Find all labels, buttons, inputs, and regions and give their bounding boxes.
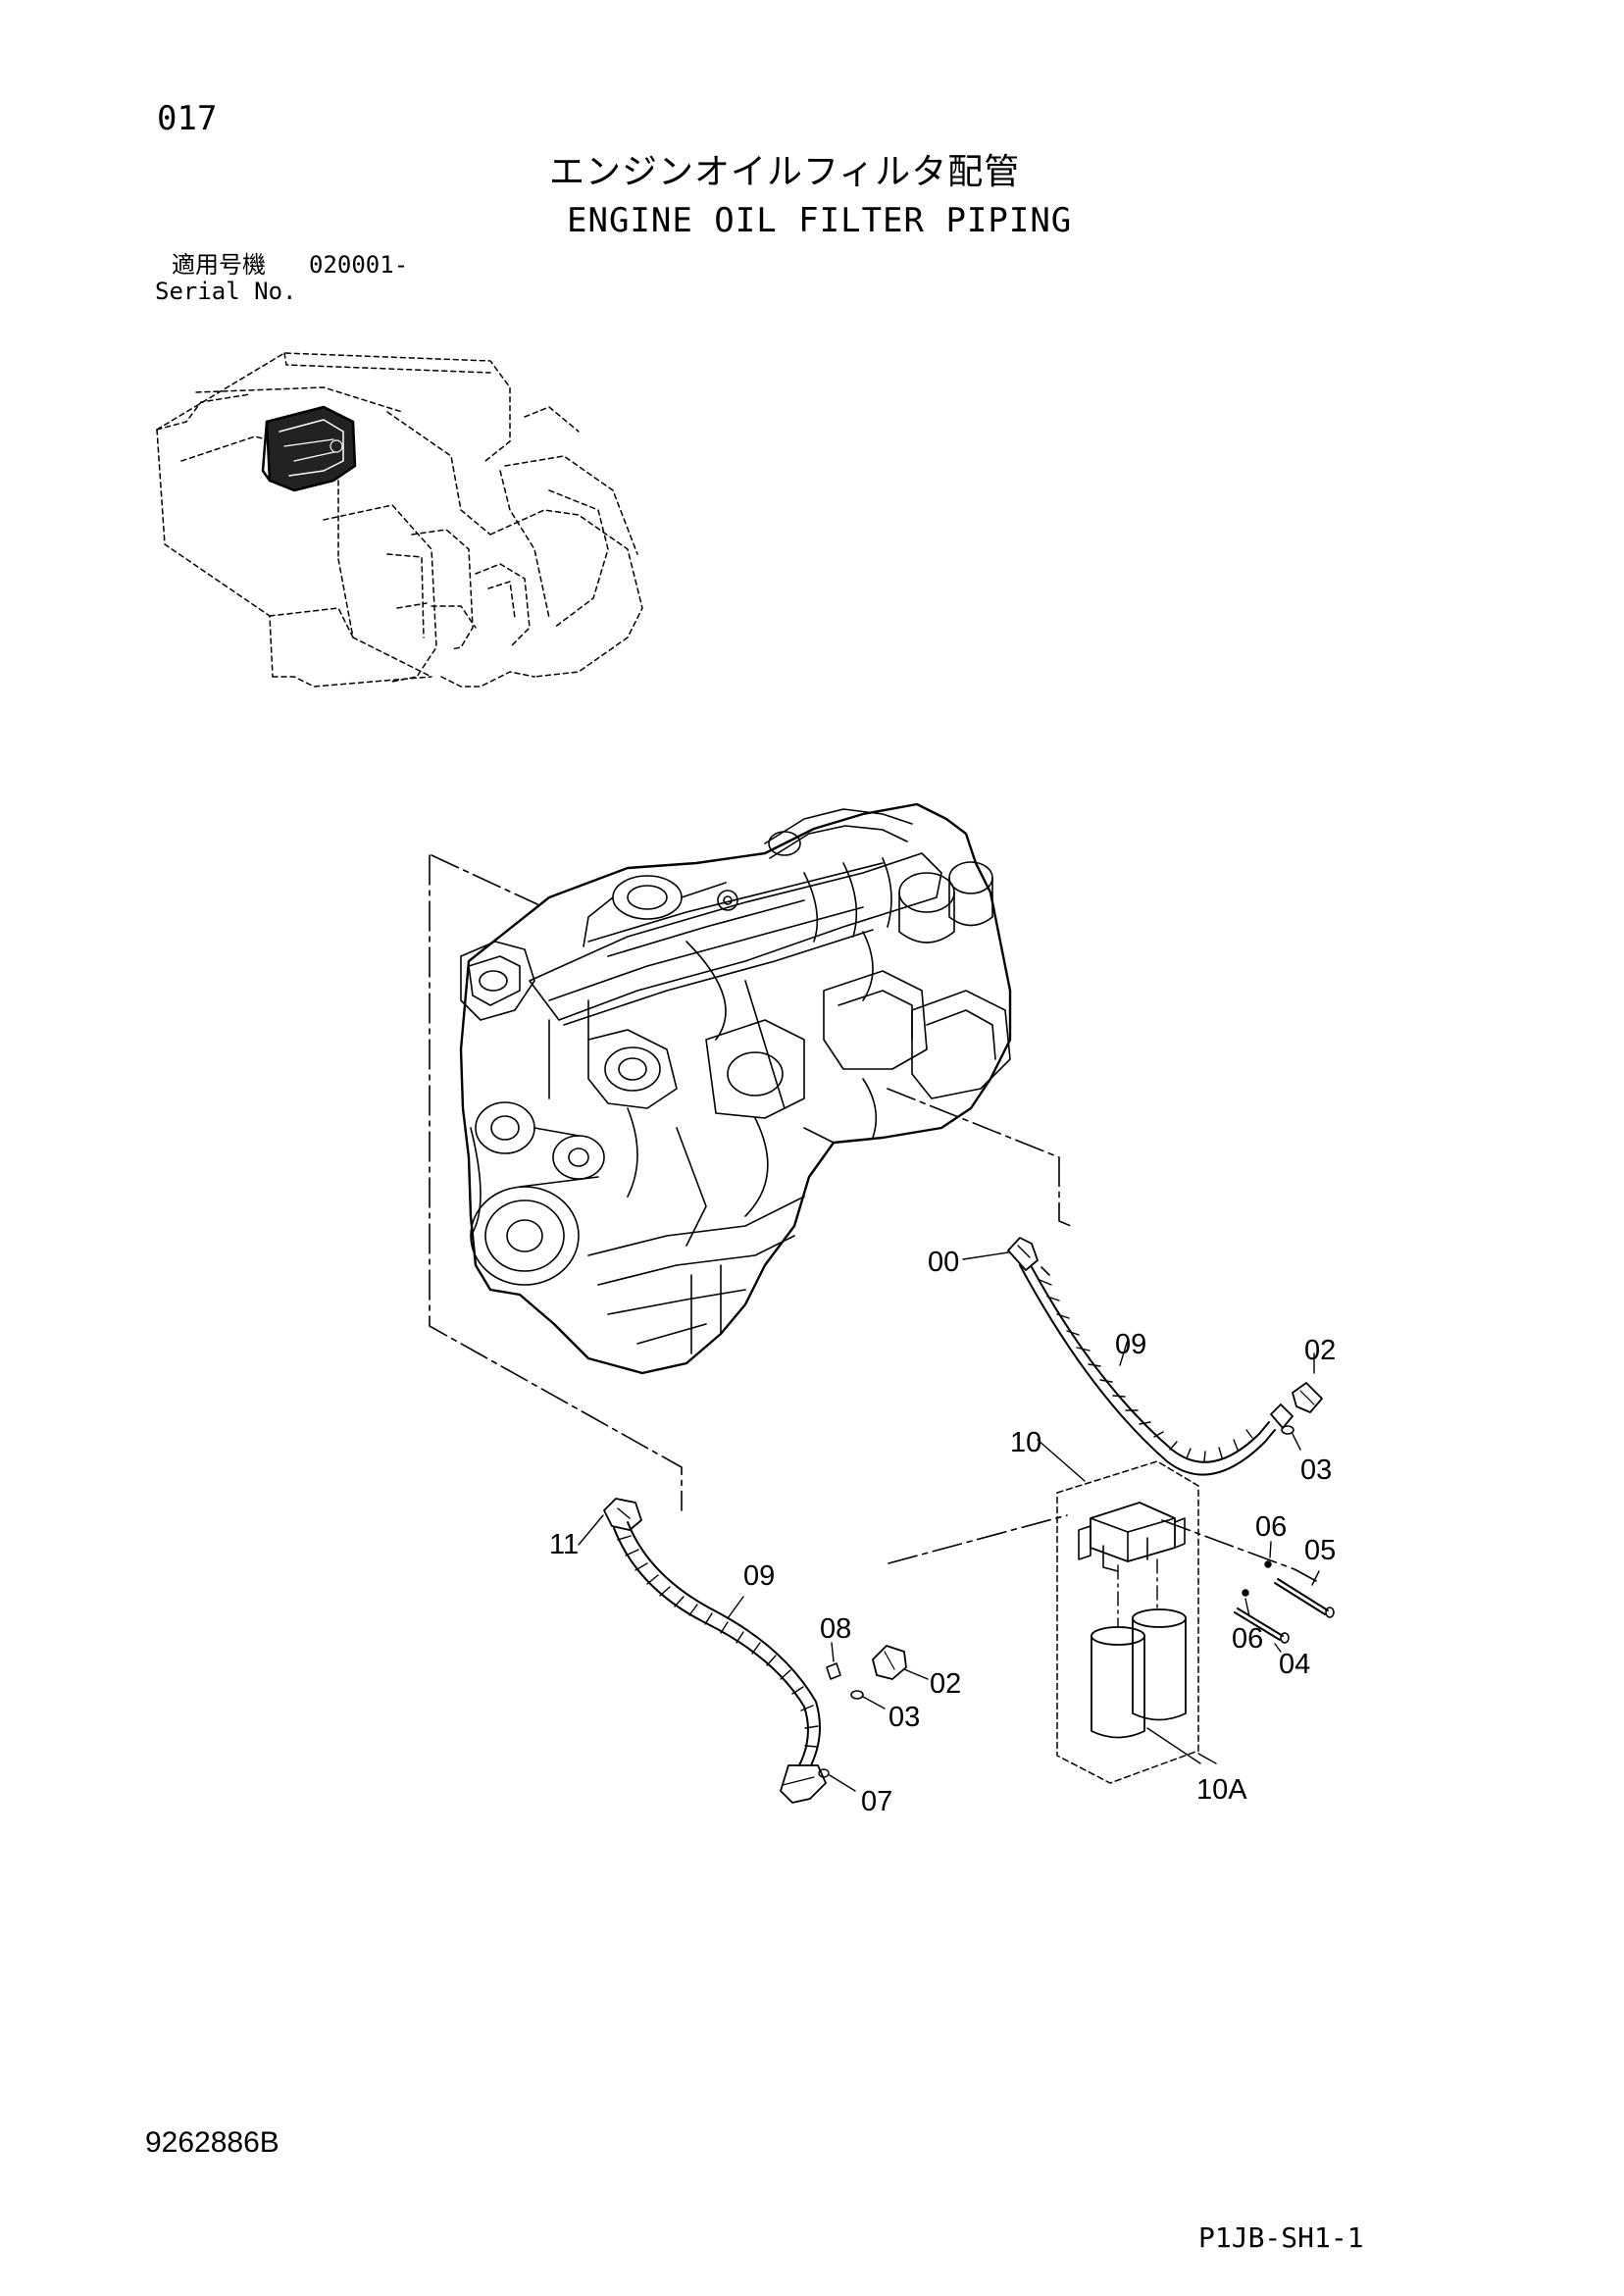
callout-02-lower: 02: [930, 1668, 961, 1700]
callout-02-upper: 02: [1304, 1335, 1336, 1366]
reference-lines: [429, 854, 1317, 1582]
serial-label-english: Serial No.: [155, 278, 297, 305]
callout-05: 05: [1304, 1535, 1336, 1566]
oil-filter-assembly: [1037, 1439, 1335, 1784]
callout-10: 10: [1010, 1427, 1041, 1458]
sheet-code: P1JB-SH1-1: [1198, 2221, 1364, 2254]
page-number: 017: [157, 99, 218, 138]
serial-number-value: 020001-: [309, 251, 409, 279]
callout-06-upper: 06: [1255, 1511, 1287, 1543]
callout-03-upper: 03: [1300, 1454, 1332, 1486]
document-number: 9262886B: [145, 2126, 279, 2159]
title-english: ENGINE OIL FILTER PIPING: [567, 201, 1073, 240]
engine-assembly: [459, 802, 1012, 1375]
callout-09-upper: 09: [1115, 1329, 1146, 1360]
callout-00: 00: [928, 1247, 959, 1278]
callout-03-lower: 03: [888, 1702, 920, 1733]
upper-oil-hose: [962, 1237, 1323, 1476]
callout-04: 04: [1279, 1649, 1310, 1680]
callout-labels: 00 09 02 03 10 06 05 06 04 11 09 08 02 0…: [549, 1247, 1336, 1817]
callout-11: 11: [549, 1529, 579, 1560]
machine-overview-thumbnail: [156, 352, 643, 688]
lower-oil-hose: [578, 1498, 929, 1804]
callout-06-lower: 06: [1232, 1623, 1263, 1655]
title-japanese: エンジンオイルフィルタ配管: [549, 152, 1021, 192]
callout-10A: 10A: [1196, 1774, 1247, 1806]
callout-09-lower: 09: [743, 1560, 775, 1592]
callout-07: 07: [861, 1786, 892, 1817]
callout-08: 08: [820, 1613, 851, 1645]
serial-label-japanese: 適用号機: [172, 251, 266, 279]
